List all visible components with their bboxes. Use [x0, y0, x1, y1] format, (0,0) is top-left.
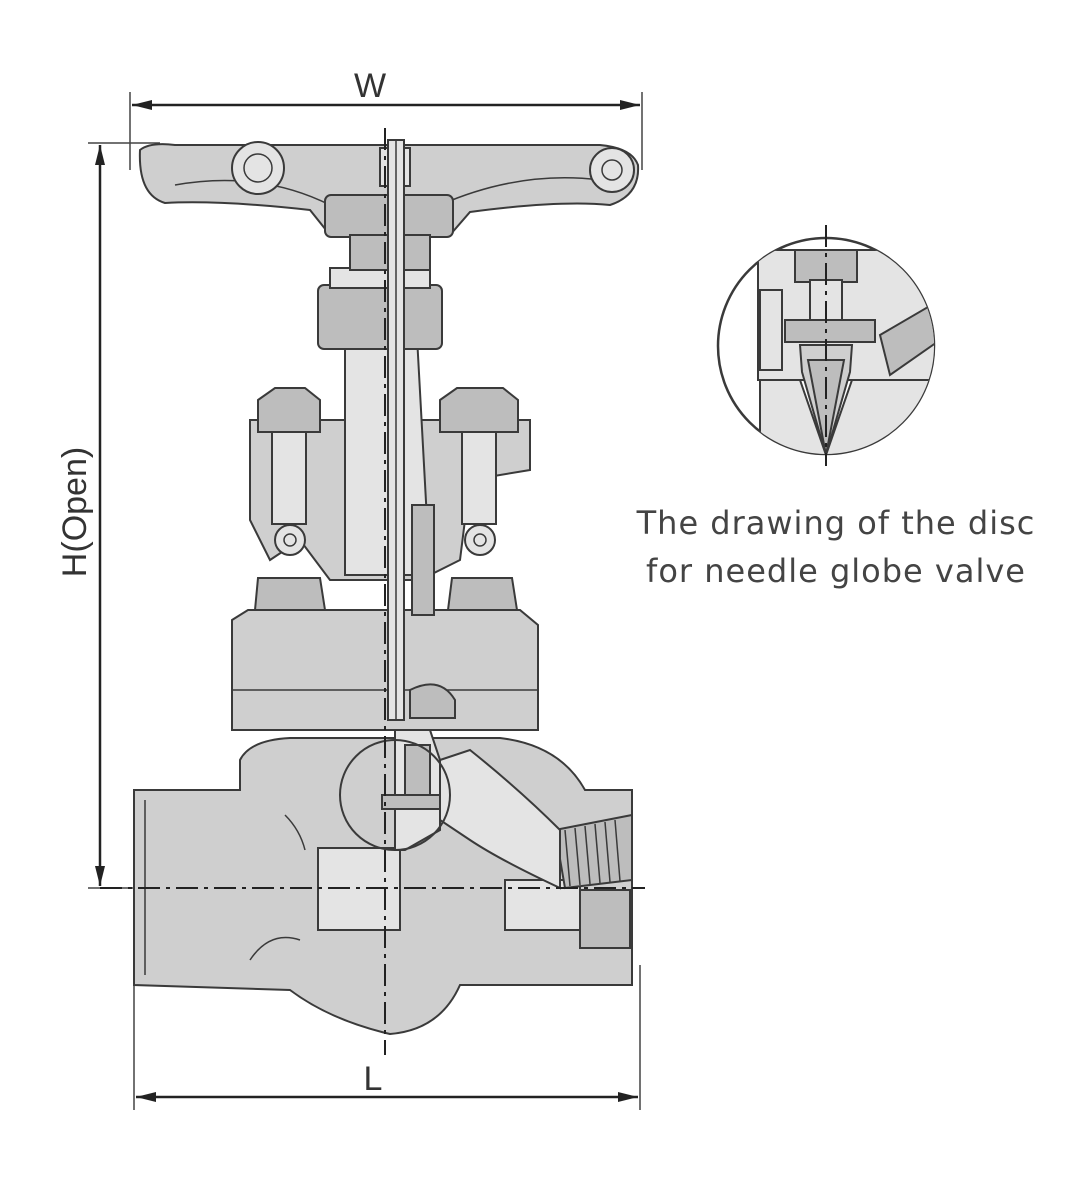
- valve-stem: [387, 139, 405, 721]
- detail-caption-line2: for needle globe valve: [646, 552, 1026, 590]
- detail-caption-line1: The drawing of the disc: [636, 504, 1036, 542]
- width-dimension: W: [129, 67, 643, 170]
- width-label: W: [354, 67, 386, 105]
- valve-body: [133, 737, 633, 1036]
- length-dimension: L: [133, 965, 641, 1110]
- height-dimension: H(Open): [56, 142, 160, 889]
- length-label: L: [364, 1060, 383, 1098]
- height-label: H(Open): [56, 447, 94, 577]
- needle-disc-detail: [716, 225, 936, 466]
- gland-bolts: [257, 387, 519, 616]
- disc-detail-marker: [339, 729, 451, 851]
